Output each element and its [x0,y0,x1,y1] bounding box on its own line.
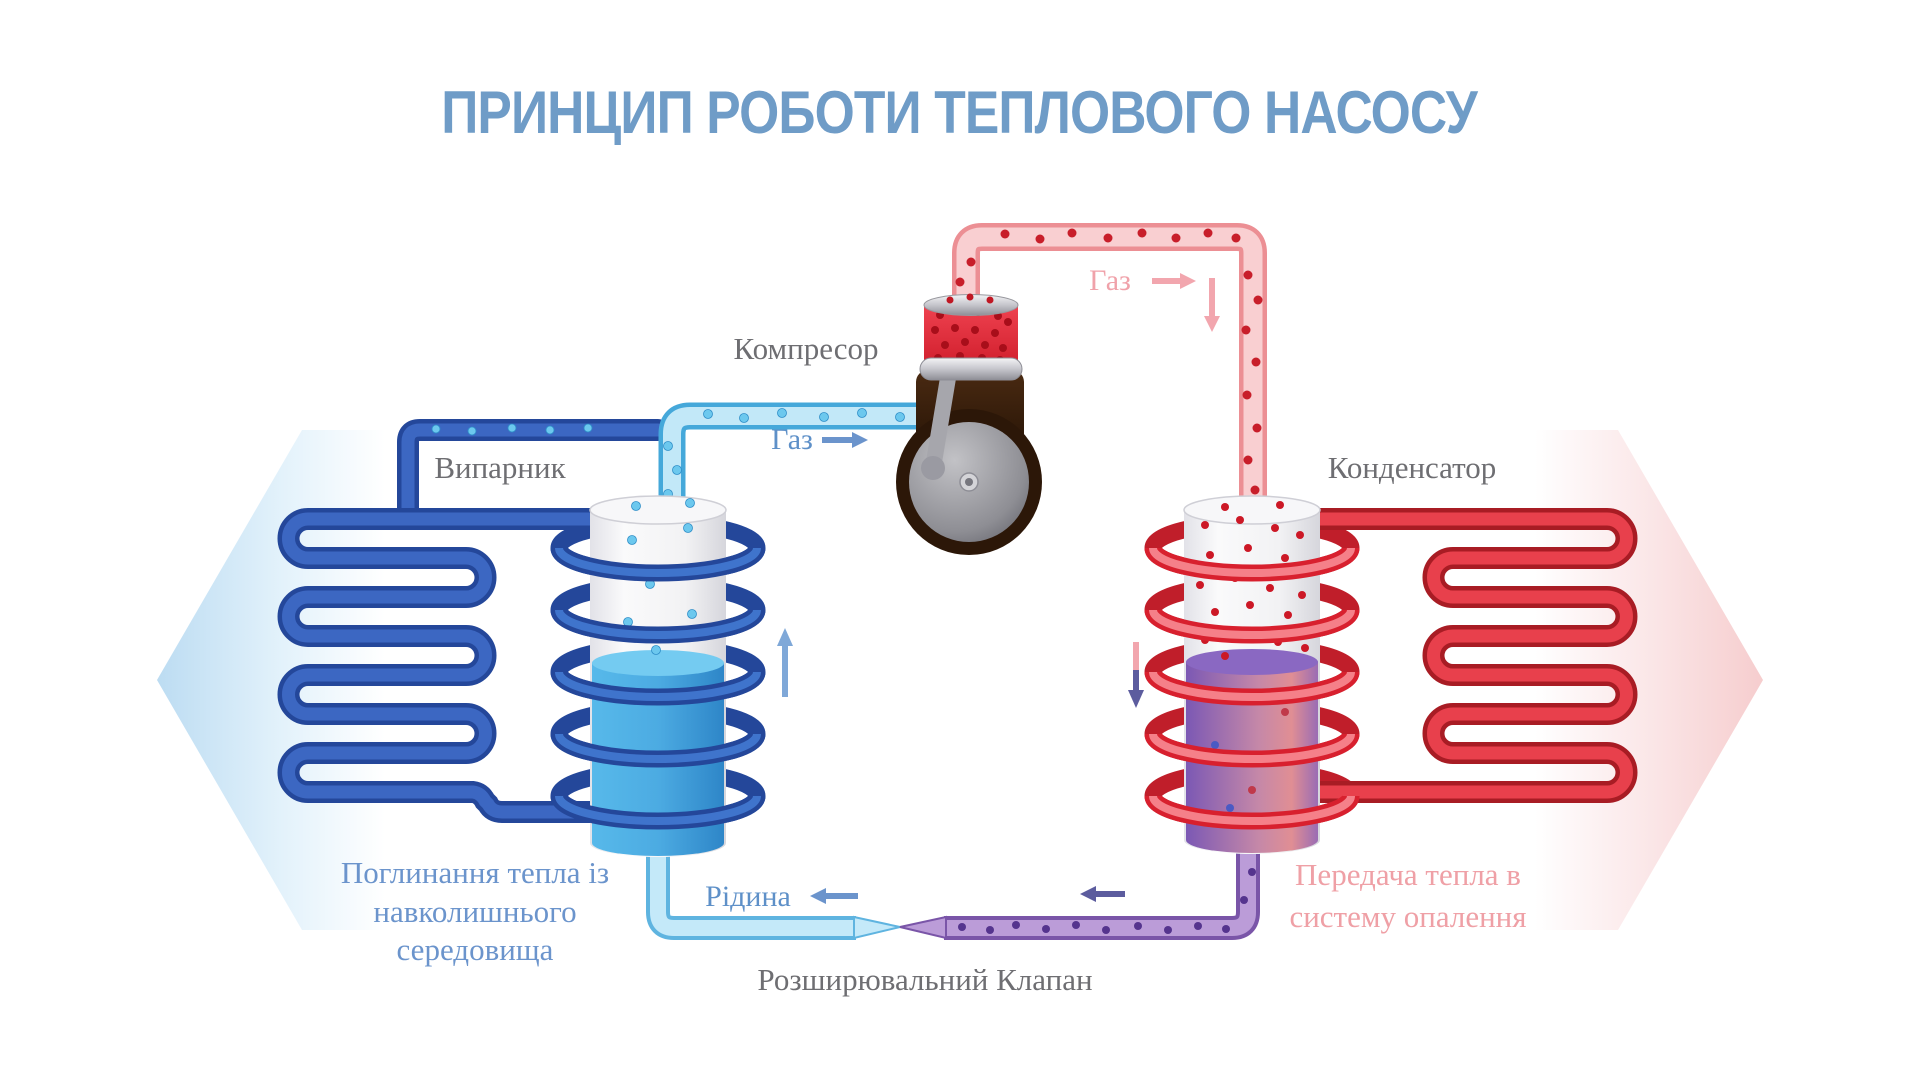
valve-nozzle-left [853,915,901,940]
condenser-top-rim [1183,495,1321,525]
expansion-valve-label: Розширювальний Клапан [757,962,1092,997]
flow-arrow-evaporating-up [777,628,793,697]
evaporator-label: Випарник [434,450,566,485]
evaporator-top-rim [589,495,727,525]
flow-arrow-liquid-left [810,888,858,904]
cold-gas-pipe [431,402,930,512]
flow-arrow-hot-gas [1152,273,1196,289]
compressor [896,293,1042,555]
liquid-label: Рідина [705,880,791,913]
condenser-liquid-surface [1186,649,1318,675]
svg-text:середовища: середовища [397,932,554,967]
compressor-rod-bearing [921,456,945,480]
compressor-rim-dots [946,293,994,304]
flow-arrow-hot-down [1204,278,1220,332]
evaporator-radiator-coil [277,419,669,823]
gas-hot-label: Газ [1089,264,1131,297]
svg-text:Передача тепла в: Передача тепла в [1295,857,1521,892]
compressor-connecting-rod [925,364,957,476]
liquid-pipe-hot [899,843,1260,940]
compressor-label: Компресор [733,331,878,366]
condenser-spiral-front [1144,546,1360,830]
svg-text:Поглинання тепла із: Поглинання тепла із [341,855,609,890]
hot-gas-dots [955,228,1263,495]
svg-text:навколишнього: навколишнього [373,894,576,929]
flow-arrow-condensing-down [1128,642,1144,708]
evaporator-liquid-surface [592,650,724,676]
page-title: ПРИНЦИП РОБОТИ ТЕПЛОВОГО НАСОСУ [441,78,1479,146]
condenser-radiator-coil [1245,508,1638,823]
cold-gas-bubbles [431,408,905,499]
caption-right: Передача тепла в систему опалення [1289,857,1526,934]
valve-nozzle-right [899,915,947,940]
caption-left: Поглинання тепла із навколишнього середо… [341,855,609,967]
compressor-piston [919,357,1023,381]
evaporator-vessel [589,495,727,857]
flow-arrow-expansion-left [1080,886,1125,902]
hot-gas-pipe [952,223,1267,510]
evaporator-spiral-front [550,546,766,830]
flow-arrow-cold-gas [822,432,868,448]
condenser-label: Конденсатор [1328,450,1497,485]
liquid-pipe-cold [646,840,901,940]
svg-text:систему опалення: систему опалення [1289,899,1526,934]
gas-cold-label: Газ [771,423,813,456]
liquid-hot-dots [958,868,1256,934]
condenser-vessel [1183,495,1321,854]
